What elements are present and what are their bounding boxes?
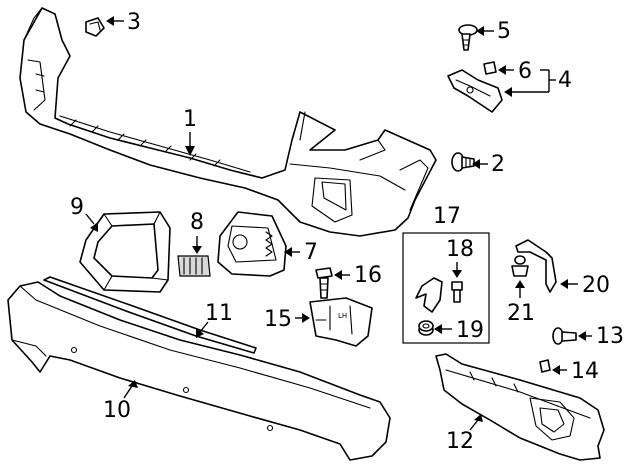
part-13-bolt (552, 327, 577, 345)
part-5-push-pin (458, 24, 478, 51)
svg-text:5: 5 (497, 19, 511, 44)
svg-text:3: 3 (127, 10, 141, 35)
part-12-bracket (435, 353, 605, 461)
callout-6[interactable]: 6 (498, 59, 549, 97)
callout-5[interactable]: 5 (476, 19, 511, 44)
callout-15[interactable]: 15 (264, 307, 310, 332)
svg-text:17: 17 (433, 204, 461, 229)
callout-20[interactable]: 20 (560, 273, 610, 298)
callout-12[interactable]: 12 (446, 414, 483, 454)
svg-text:14: 14 (571, 359, 599, 384)
part-2-screw (451, 152, 475, 172)
part-16-bolt (315, 267, 333, 299)
part-20-brace (515, 239, 557, 293)
part-3-bolt (85, 17, 105, 37)
callout-2[interactable]: 2 (472, 152, 505, 177)
callout-1[interactable]: 1 (183, 107, 197, 156)
svg-text:10: 10 (103, 398, 131, 423)
svg-text:4: 4 (558, 68, 572, 93)
part-10-lower-bumper (7, 281, 391, 461)
callout-17[interactable]: 17 (433, 204, 461, 229)
svg-text:6: 6 (518, 59, 532, 84)
part-7-fog-lamp (217, 211, 287, 277)
svg-text:9: 9 (70, 195, 84, 220)
callout-21[interactable]: 21 (507, 280, 535, 326)
svg-text:7: 7 (304, 240, 318, 265)
part-19-spacer (418, 320, 434, 336)
svg-text:11: 11 (205, 301, 233, 326)
callout-13[interactable]: 13 (578, 324, 624, 349)
callout-14[interactable]: 14 (552, 359, 599, 384)
callout-8[interactable]: 8 (190, 210, 204, 254)
callout-3[interactable]: 3 (106, 10, 141, 35)
svg-text:19: 19 (456, 318, 484, 343)
svg-text:12: 12 (446, 429, 474, 454)
callout-10[interactable]: 10 (103, 380, 138, 423)
svg-text:8: 8 (190, 210, 204, 235)
part-4-bracket (447, 69, 503, 113)
group-17-box (402, 232, 490, 344)
callout-4[interactable]: 4 (548, 68, 572, 93)
part-14-nut (539, 359, 551, 373)
part-1-bumper-cover (19, 7, 437, 237)
callout-16[interactable]: 16 (334, 263, 382, 288)
svg-text:2: 2 (491, 152, 505, 177)
svg-text:20: 20 (582, 273, 610, 298)
part-18-bracket (415, 277, 463, 313)
svg-text:LH: LH (338, 312, 347, 320)
svg-text:16: 16 (354, 263, 382, 288)
svg-text:1: 1 (183, 107, 197, 132)
svg-text:13: 13 (596, 324, 624, 349)
part-6-clip (483, 61, 497, 75)
part-8-connector (177, 255, 211, 277)
callout-7[interactable]: 7 (284, 240, 318, 265)
part-21-bolt (511, 255, 529, 277)
svg-text:18: 18 (446, 237, 474, 262)
part-15-bracket: LH (309, 297, 373, 347)
svg-text:15: 15 (264, 307, 292, 332)
callout-19[interactable]: 19 (434, 318, 484, 343)
callout-9[interactable]: 9 (70, 195, 98, 232)
svg-text:21: 21 (507, 301, 535, 326)
callout-18[interactable]: 18 (446, 237, 474, 278)
part-9-bezel (79, 211, 171, 293)
callout-11[interactable]: 11 (196, 301, 233, 338)
